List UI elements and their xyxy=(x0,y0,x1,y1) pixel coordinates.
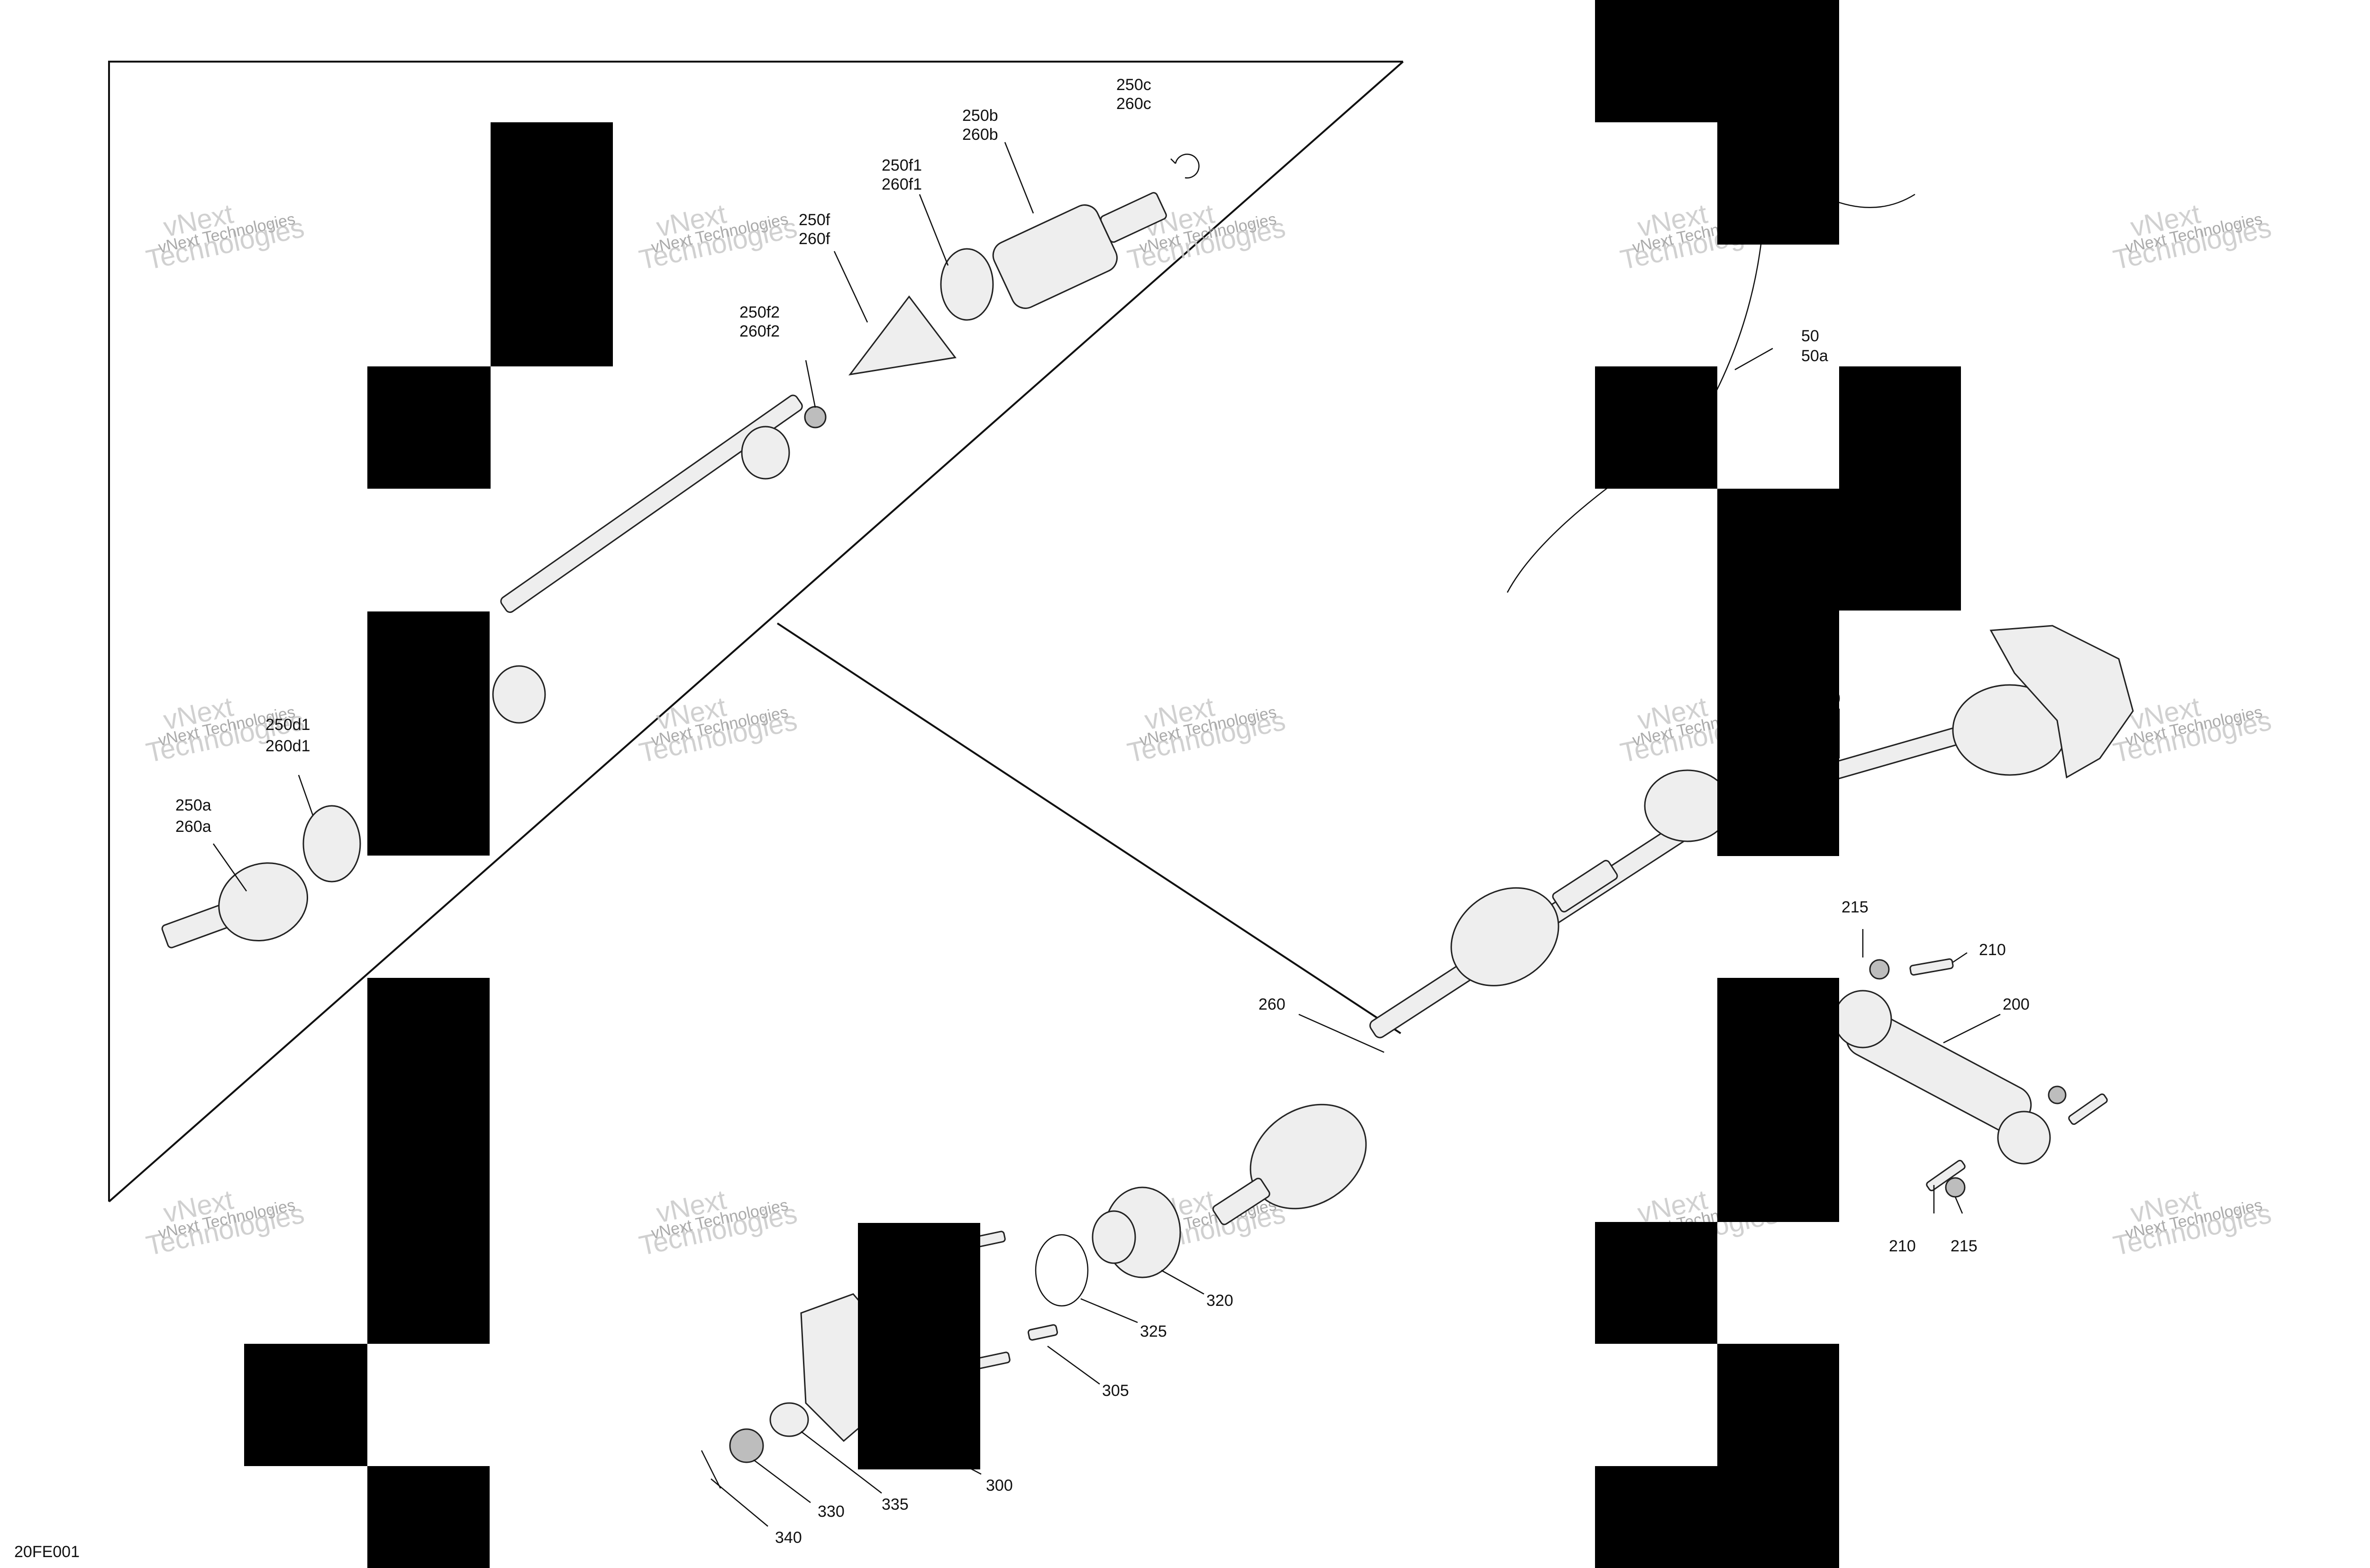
callout-300: 300 xyxy=(986,1477,1013,1495)
circlip-325 xyxy=(1035,1234,1089,1307)
boot-250f xyxy=(848,295,957,376)
callout-215-lower: 215 xyxy=(1951,1237,1978,1255)
detail-inset-diagonal xyxy=(108,61,1404,1203)
universal-joint-lower xyxy=(1997,1111,2051,1165)
callout-330: 330 xyxy=(818,1503,845,1521)
inner-cv-boot xyxy=(1450,887,1559,986)
callout-215-upper: 215 xyxy=(1841,898,1869,916)
callout-260f1: 260f1 xyxy=(882,175,922,193)
clamp-ring-250a xyxy=(302,805,361,883)
nut-215-lower xyxy=(1945,1177,1966,1198)
callout-250b: 250b xyxy=(962,107,998,125)
washer-335 xyxy=(769,1402,809,1437)
callout-210-lower: 210 xyxy=(1889,1237,1916,1255)
callout-250d1: 250d1 xyxy=(265,716,310,734)
callout-260: 260 xyxy=(1258,995,1285,1013)
clamp-ring-250f1 xyxy=(940,248,994,321)
nut-215-right xyxy=(2048,1085,2067,1104)
callout-250c: 250c xyxy=(1116,76,1151,94)
callout-250f: 250f xyxy=(799,211,830,229)
callout-305: 305 xyxy=(1102,1382,1129,1400)
wheel-hub-right xyxy=(1989,625,2134,779)
callout-50: 50 xyxy=(1801,327,1819,345)
callout-200: 200 xyxy=(2003,995,2030,1013)
callout-340: 340 xyxy=(775,1529,802,1547)
inner-shaft xyxy=(500,394,803,613)
nut-250f2 xyxy=(804,406,827,428)
spider-joint-lower xyxy=(492,665,546,724)
callout-260d1: 260d1 xyxy=(265,737,310,755)
nut-215-upper xyxy=(1869,959,1890,980)
splined-stub xyxy=(1100,192,1167,243)
diagram-code: 20FE001 xyxy=(14,1543,80,1561)
callout-250f1: 250f1 xyxy=(882,156,922,174)
callout-320: 320 xyxy=(1206,1292,1233,1310)
inner-splined-stem xyxy=(1552,860,1618,912)
detail-inset-frame xyxy=(108,61,1403,1202)
bolt-210-upper xyxy=(1909,958,1954,976)
callout-250f2: 250f2 xyxy=(739,303,780,321)
callout-260f2: 260f2 xyxy=(739,322,780,340)
callout-labels: 250c 260c 250b 260b 250f1 260f1 250f 260… xyxy=(14,76,2030,1561)
bolt-210-right xyxy=(2068,1093,2108,1125)
callout-260c: 260c xyxy=(1116,95,1151,113)
castle-nut-330 xyxy=(729,1428,764,1463)
callout-325: 325 xyxy=(1140,1322,1167,1340)
callout-210-upper: 210 xyxy=(1979,941,2006,959)
outer-splined-stem xyxy=(1212,1177,1270,1225)
bolt-305-mid xyxy=(1027,1324,1058,1341)
wheel-bearing-320-inner xyxy=(1092,1210,1136,1264)
circlip-250c xyxy=(1175,154,1200,179)
bolt-210-lower xyxy=(1926,1159,1966,1192)
universal-joint-upper xyxy=(1833,990,1892,1048)
callout-260f: 260f xyxy=(799,230,830,248)
callout-260b: 260b xyxy=(962,126,998,144)
callout-335: 335 xyxy=(882,1495,909,1513)
callout-250a: 250a xyxy=(175,796,211,814)
cotter-pin-340 xyxy=(701,1450,721,1489)
outer-cv-bell xyxy=(218,862,309,942)
callout-260a: 260a xyxy=(175,818,211,836)
redaction-blocks xyxy=(244,0,1961,1568)
detail-driveshaft-assembly xyxy=(161,154,1200,948)
spider-joint-upper xyxy=(741,426,790,480)
callout-50a: 50a xyxy=(1801,347,1828,365)
detail-pointer-line xyxy=(776,622,1402,1034)
